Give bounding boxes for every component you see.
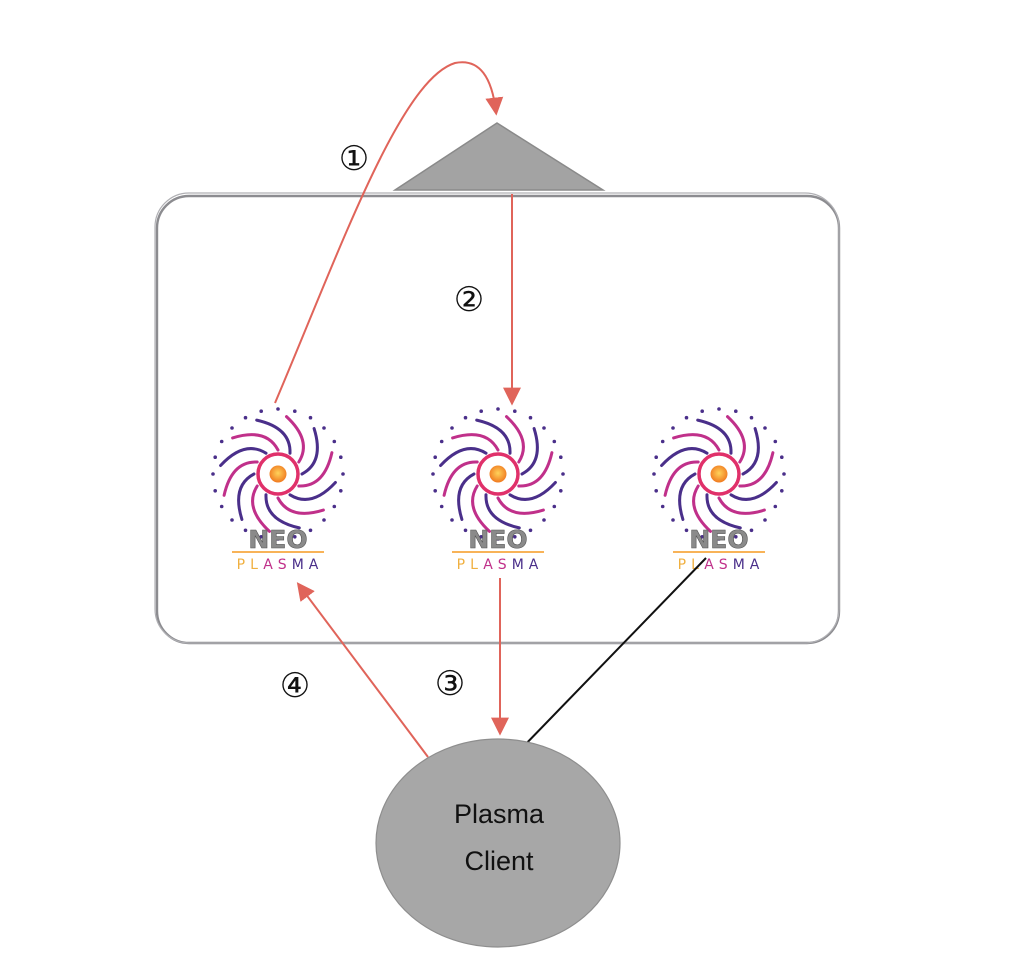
neo-plasma-node-2: NEO PLASMA	[431, 407, 565, 573]
logo-wordmark-neo: NEO	[248, 525, 307, 554]
logo-wordmark-plasma: PLASMA	[237, 557, 324, 573]
plasma-client-label-line2: Client	[464, 846, 534, 876]
plasma-client: Plasma Client	[375, 738, 621, 948]
step-label-3: ③	[435, 664, 465, 704]
neo-plasma-node-3: NEO PLASMA	[652, 407, 786, 573]
child-chain-triangle	[392, 122, 606, 191]
neo-plasma-emblem-icon	[431, 407, 565, 541]
plasma-client-ellipse	[375, 738, 621, 948]
root-chain-container	[154, 192, 841, 645]
step-label-4: ④	[280, 666, 310, 706]
neo-plasma-node-1: NEO PLASMA	[211, 407, 345, 573]
step-label-2: ②	[454, 280, 484, 320]
logo-wordmark-neo: NEO	[468, 525, 527, 554]
neo-plasma-emblem-icon	[211, 407, 345, 541]
logo-wordmark-plasma: PLASMA	[457, 557, 544, 573]
logo-wordmark-plasma: PLASMA	[678, 557, 765, 573]
plasma-client-label-line1: Plasma	[454, 799, 545, 829]
neo-plasma-emblem-icon	[652, 407, 786, 541]
client-node3-connector	[519, 557, 707, 751]
arrow-step-4	[296, 582, 429, 758]
arrow-step-1	[274, 61, 504, 404]
step-label-1: ①	[339, 139, 369, 179]
logo-wordmark-neo: NEO	[689, 525, 748, 554]
